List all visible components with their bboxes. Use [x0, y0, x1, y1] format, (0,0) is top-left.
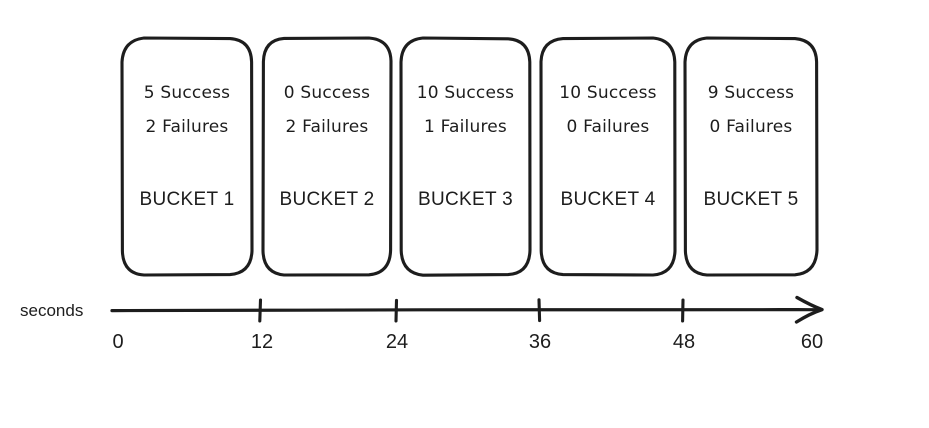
axis-caption-seconds: seconds: [20, 301, 84, 320]
bucket-success-count-4: 10 Success: [559, 83, 657, 103]
bucket-failure-count-2: 2 Failures: [285, 117, 369, 137]
bucket-failure-count-5: 0 Failures: [709, 117, 793, 137]
bucket-success-count-2: 0 Success: [283, 83, 371, 103]
axis-line: [110, 307, 822, 313]
axis-tick-label-60: 60: [800, 331, 824, 353]
axis-tick-12: [258, 298, 263, 323]
axis-tick-label-24: 24: [385, 331, 409, 353]
axis-tick-label-36: 36: [528, 331, 552, 353]
bucket-label-2: BUCKET 2: [279, 189, 375, 210]
bucket-card-2[interactable]: 0 Success 2 Failures BUCKET 2: [261, 36, 393, 277]
axis-tick-36: [537, 298, 542, 323]
axis-tick-label-0: 0: [112, 331, 124, 353]
bucket-card-4[interactable]: 10 Success 0 Failures BUCKET 4: [539, 36, 677, 277]
axis-tick-label-48: 48: [672, 331, 696, 353]
bucket-success-count-5: 9 Success: [707, 83, 795, 103]
bucket-failure-count-1: 2 Failures: [145, 117, 229, 137]
bucket-card-3[interactable]: 10 Success 1 Failures BUCKET 3: [399, 36, 532, 277]
bucket-card-1[interactable]: 5 Success 2 Failures BUCKET 1: [120, 36, 254, 277]
bucket-success-count-3: 10 Success: [416, 83, 515, 103]
bucket-failure-count-4: 0 Failures: [566, 117, 650, 137]
bucket-label-3: BUCKET 3: [418, 189, 513, 210]
bucket-failure-count-3: 1 Failures: [423, 117, 507, 137]
axis-arrowhead-icon: [794, 295, 824, 324]
bucket-label-1: BUCKET 1: [139, 189, 235, 210]
bucket-card-5[interactable]: 9 Success 0 Failures BUCKET 5: [683, 36, 819, 277]
bucket-label-4: BUCKET 4: [560, 189, 656, 210]
bucket-label-5: BUCKET 5: [703, 189, 799, 210]
axis-tick-24: [394, 298, 399, 323]
bucket-success-count-1: 5 Success: [143, 83, 231, 103]
axis-tick-label-12: 12: [250, 331, 274, 353]
